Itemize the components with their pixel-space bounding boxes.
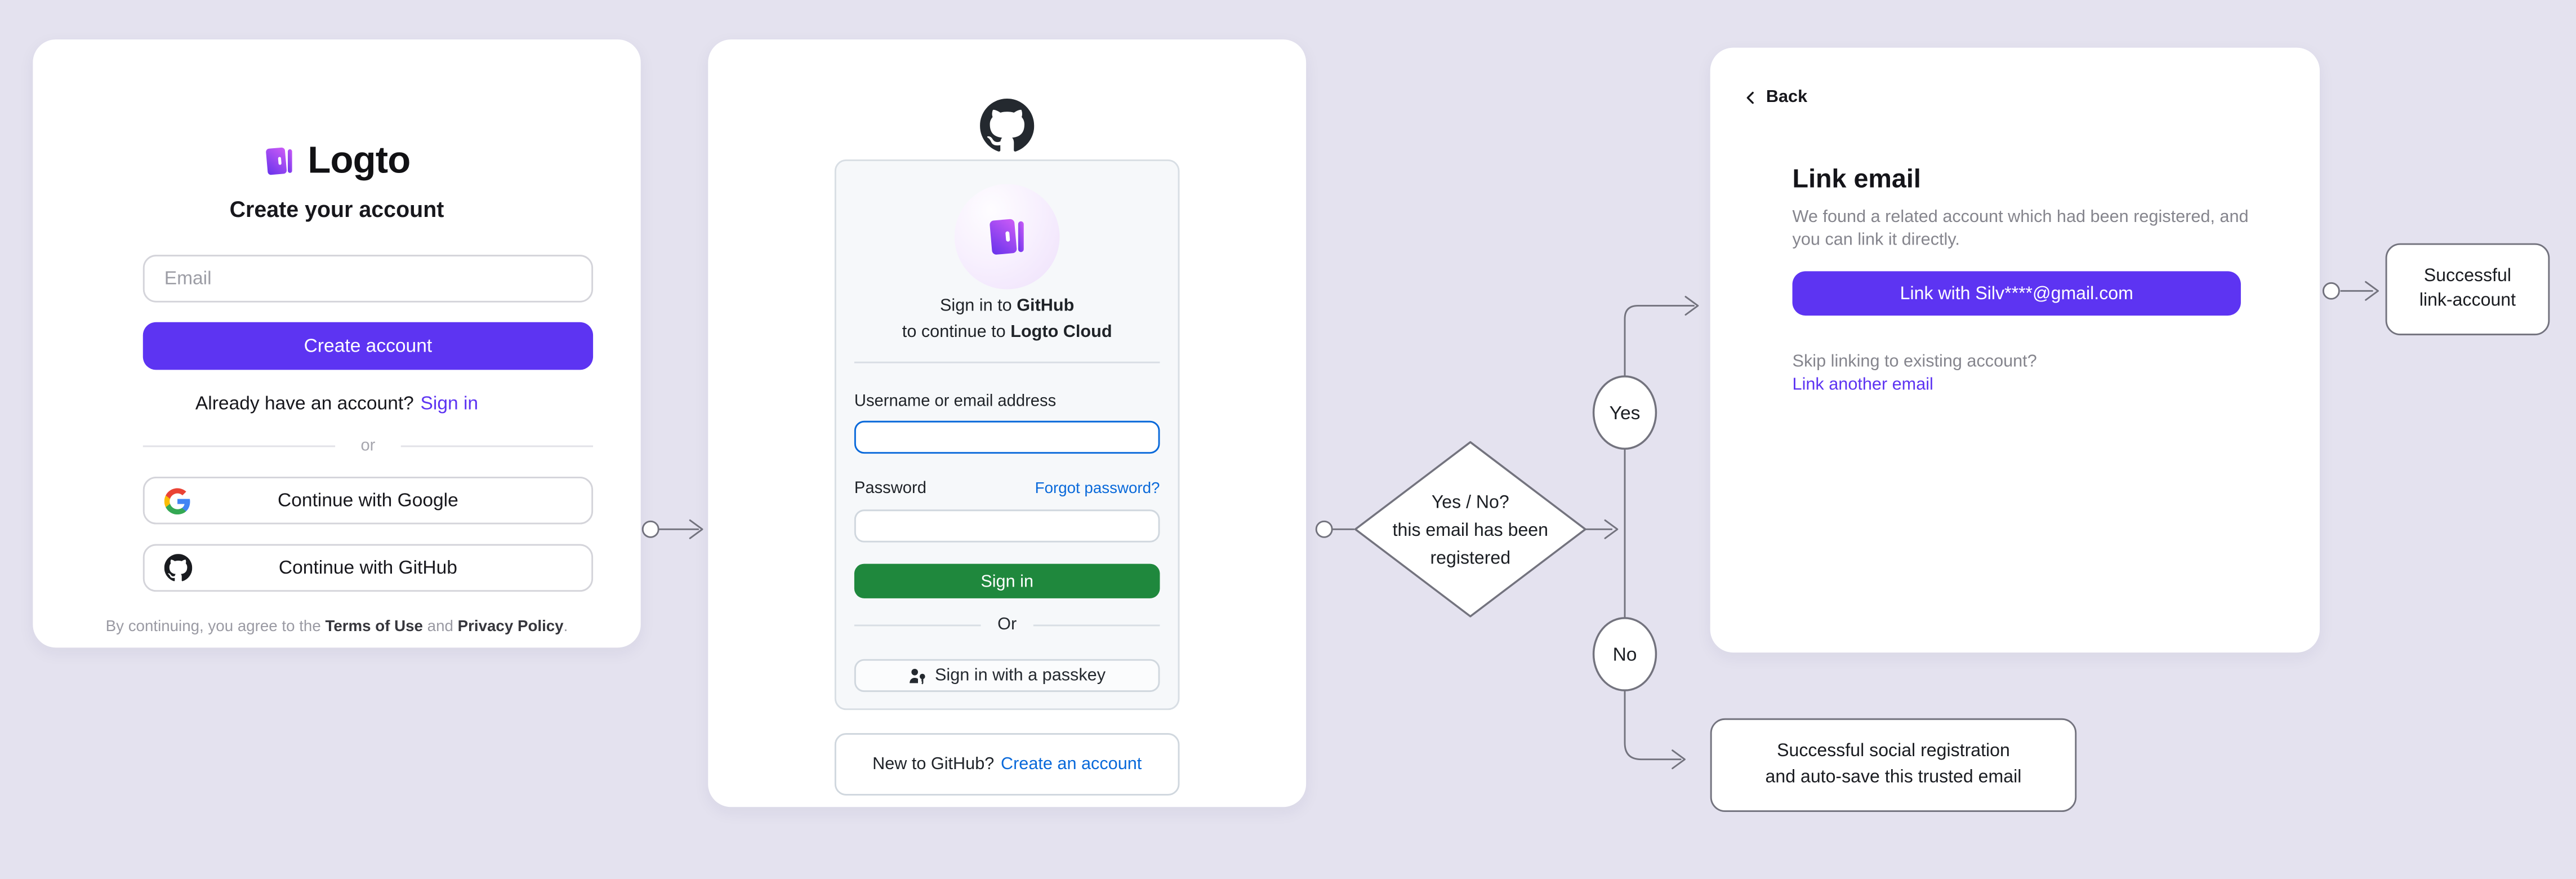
logto-door-icon: [990, 219, 1024, 255]
continue-with-github-button[interactable]: Continue with GitHub: [142, 544, 594, 592]
signup-title: Create your account: [229, 197, 444, 222]
skip-linking-text: Skip linking to existing account?: [1792, 352, 2037, 372]
continue-with-github-label: Continue with GitHub: [278, 558, 457, 578]
divider-line: [1033, 624, 1160, 625]
connector-trunk: [1624, 296, 1699, 770]
logto-logo-icon: [264, 144, 296, 176]
divider-line: [402, 445, 594, 446]
decision-diamond: [1354, 441, 1586, 618]
passkey-button-label: Sign in with a passkey: [934, 665, 1106, 686]
link-email-card: Back Link email We found a related accou…: [1710, 47, 2320, 653]
success-link-line1: Successful: [2423, 265, 2512, 286]
or-divider: or: [142, 436, 594, 455]
forgot-password-link[interactable]: Forgot password?: [1035, 480, 1160, 498]
terms-of-use-link[interactable]: Terms of Use: [325, 618, 423, 636]
heading-line1-bold: GitHub: [1017, 296, 1075, 316]
github-or-divider: Or: [854, 615, 1160, 634]
link-email-title: Link email: [1792, 166, 1921, 194]
decision-text-line1: Yes / No?: [1432, 491, 1509, 512]
signin-link[interactable]: Sign in: [420, 394, 479, 415]
new-to-github-box: New to GitHub? Create an account: [834, 733, 1180, 796]
github-signin-panel: Sign in to GitHub to continue to Logto C…: [834, 159, 1180, 711]
github-signin-card: Sign in to GitHub to continue to Logto C…: [708, 39, 1307, 807]
no-node: [1592, 617, 1657, 691]
logto-app-avatar: [954, 184, 1060, 290]
success-social-line2: and auto-save this trusted email: [1765, 766, 2022, 787]
create-an-account-link[interactable]: Create an account: [1000, 754, 1142, 774]
new-to-github-text: New to GitHub?: [872, 754, 995, 774]
chevron-left-icon: [1743, 90, 1758, 104]
logto-brand-name: Logto: [307, 138, 411, 181]
heading-line2-prefix: to continue to: [902, 322, 1011, 342]
back-button[interactable]: Back: [1743, 87, 1807, 107]
continue-with-google-label: Continue with Google: [278, 490, 458, 510]
github-or-text: Or: [997, 614, 1017, 635]
terms-text: By continuing, you agree to the Terms of…: [33, 618, 640, 636]
connector-github-to-decision: [1315, 520, 1355, 538]
github-mark-icon: [164, 554, 193, 582]
logto-signup-card: Logto Create your account Create account…: [33, 39, 641, 648]
username-input[interactable]: [854, 420, 1160, 454]
signin-prompt-row: Already have an account? Sign in: [33, 394, 640, 414]
create-account-button[interactable]: Create account: [142, 322, 594, 370]
username-label: Username or email address: [854, 393, 1057, 411]
heading-line1-prefix: Sign in to: [939, 296, 1017, 316]
yes-node-label: Yes: [1610, 403, 1641, 424]
continue-with-google-button[interactable]: Continue with Google: [142, 476, 594, 525]
divider-line: [854, 624, 982, 625]
description-line1: We found a related account which had bee…: [1792, 207, 2249, 227]
terms-suffix: .: [563, 618, 568, 636]
privacy-policy-link[interactable]: Privacy Policy: [457, 618, 564, 636]
decision-text-line3: registered: [1430, 548, 1510, 568]
logto-brand: Logto: [33, 138, 640, 183]
signin-prompt-text: Already have an account?: [195, 394, 414, 415]
yes-node: [1592, 375, 1657, 450]
link-with-email-button[interactable]: Link with Silv****@gmail.com: [1792, 271, 2241, 316]
email-input[interactable]: [142, 255, 594, 303]
connector-link-to-success: [2322, 281, 2379, 301]
terms-prefix: By continuing, you agree to the: [105, 618, 326, 636]
github-signin-button[interactable]: Sign in: [854, 563, 1160, 598]
password-label: Password: [854, 480, 926, 498]
no-node-label: No: [1613, 645, 1637, 665]
link-email-description: We found a related account which had bee…: [1793, 206, 2249, 252]
divider-line: [142, 445, 335, 446]
terms-mid: and: [422, 618, 458, 636]
panel-divider: [854, 361, 1160, 363]
github-signin-heading: Sign in to GitHub to continue to Logto C…: [836, 292, 1178, 345]
or-divider-text: or: [360, 436, 376, 455]
connector-decision-to-trunk: [1584, 519, 1619, 539]
connector-signup-to-github: [641, 519, 703, 539]
success-social-registration-box: Successful social registration and auto-…: [1710, 718, 2077, 813]
github-logo-icon: [980, 99, 1035, 161]
success-link-line2: link-account: [2419, 291, 2516, 311]
description-line2: you can link it directly.: [1792, 230, 1960, 250]
passkey-signin-button[interactable]: Sign in with a passkey: [854, 659, 1160, 692]
success-social-line1: Successful social registration: [1777, 741, 2010, 761]
heading-line2-bold: Logto Cloud: [1010, 322, 1112, 342]
decision-text-line2: this email has been: [1393, 520, 1548, 540]
link-another-email-link[interactable]: Link another email: [1792, 375, 1933, 395]
success-link-account-box: Successful link-account: [2385, 243, 2550, 336]
back-label: Back: [1766, 87, 1808, 107]
google-icon: [164, 487, 191, 514]
passkey-icon: [908, 667, 926, 685]
password-row: Password Forgot password?: [854, 480, 1160, 498]
password-input[interactable]: [854, 509, 1160, 543]
